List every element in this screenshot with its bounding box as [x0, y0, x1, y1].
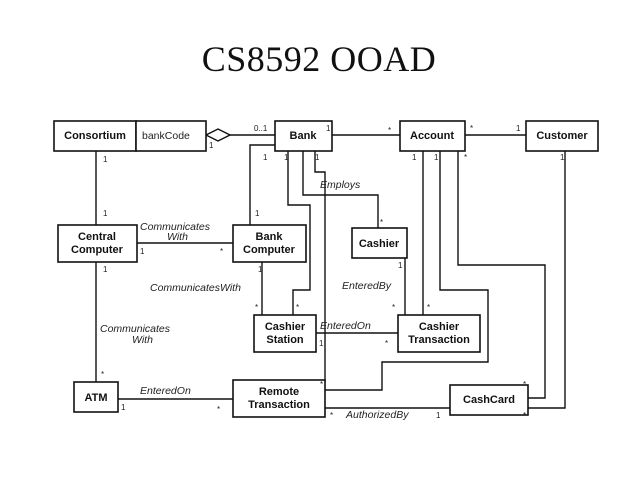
svg-text:Central: Central	[78, 231, 116, 243]
svg-text:Transaction: Transaction	[248, 399, 310, 411]
svg-text:*: *	[464, 153, 467, 162]
svg-text:Computer: Computer	[71, 244, 124, 256]
svg-text:1: 1	[436, 411, 441, 420]
svg-text:Cashier: Cashier	[265, 321, 306, 333]
svg-text:Transaction: Transaction	[408, 334, 470, 346]
account-remote-link	[325, 151, 489, 391]
svg-text:Account: Account	[410, 130, 454, 142]
svg-text:*: *	[380, 218, 383, 227]
aggregation-diamond	[204, 128, 232, 142]
svg-text:*: *	[220, 247, 223, 256]
svg-text:1: 1	[412, 153, 417, 162]
class-remote-transaction[interactable]: Remote Transaction	[232, 379, 326, 418]
svg-text:1: 1	[140, 247, 145, 256]
svg-text:*: *	[392, 303, 395, 312]
label-communicates-left-1: Communicates	[100, 323, 171, 335]
bank-cashier-link	[302, 151, 379, 228]
class-bank-computer[interactable]: Bank Computer	[232, 224, 307, 263]
label-communicates-mid: CommunicatesWith	[150, 282, 241, 294]
svg-text:Cashier: Cashier	[419, 321, 460, 333]
svg-text:Station: Station	[266, 334, 304, 346]
svg-text:1: 1	[121, 403, 126, 412]
svg-text:*: *	[101, 370, 104, 379]
svg-text:Cashier: Cashier	[359, 238, 400, 250]
svg-text:1: 1	[103, 155, 108, 164]
association-lines	[95, 134, 566, 409]
class-bank[interactable]: Bank	[274, 120, 333, 152]
svg-text:CashCard: CashCard	[463, 394, 515, 406]
account-cashcard-link	[457, 151, 546, 399]
svg-text:1: 1	[284, 153, 289, 162]
svg-text:1: 1	[398, 261, 403, 270]
svg-text:Computer: Computer	[243, 244, 296, 256]
svg-text:*: *	[388, 126, 391, 135]
svg-text:1: 1	[516, 124, 521, 133]
svg-text:1: 1	[103, 265, 108, 274]
label-entered-on-mid: EnteredOn	[320, 320, 371, 332]
label-authorized-by: AuthorizedBy	[345, 409, 409, 421]
slide-title: CS8592 OOAD	[201, 39, 437, 79]
class-cashcard[interactable]: CashCard	[449, 384, 529, 416]
svg-text:*: *	[523, 411, 526, 420]
class-atm[interactable]: ATM	[73, 381, 119, 413]
svg-text:*: *	[427, 303, 430, 312]
svg-text:Customer: Customer	[536, 130, 588, 142]
label-entered-by: EnteredBy	[342, 280, 392, 292]
label-communicates-top-2: With	[167, 231, 188, 243]
svg-text:*: *	[217, 405, 220, 414]
class-central-computer[interactable]: Central Computer	[57, 224, 138, 263]
svg-text:Bank: Bank	[256, 231, 284, 243]
class-cashier-transaction[interactable]: Cashier Transaction	[397, 314, 481, 353]
svg-text:0..1: 0..1	[254, 124, 268, 133]
svg-text:bankCode: bankCode	[142, 130, 190, 142]
svg-text:1: 1	[103, 209, 108, 218]
multiplicity-labels: 0..1 1 1 * * 1 1 1 1 1 1 1 * 1 1 1 * 1 *…	[101, 124, 565, 420]
svg-text:*: *	[296, 303, 299, 312]
svg-text:1: 1	[209, 141, 214, 150]
svg-text:Consortium: Consortium	[64, 130, 126, 142]
label-communicates-top-1: Communicates	[140, 221, 211, 233]
class-consortium[interactable]: Consortium	[53, 120, 137, 152]
bank-bankcomputer-link	[249, 144, 275, 225]
class-cashier[interactable]: Cashier	[351, 227, 408, 259]
svg-text:*: *	[330, 411, 333, 420]
class-account[interactable]: Account	[399, 120, 466, 152]
svg-text:ATM: ATM	[84, 392, 107, 404]
svg-text:*: *	[255, 303, 258, 312]
svg-text:*: *	[385, 339, 388, 348]
label-communicates-left-2: With	[132, 334, 153, 346]
svg-text:*: *	[523, 380, 526, 389]
svg-text:*: *	[470, 124, 473, 133]
bank-station-link	[287, 151, 311, 315]
svg-text:Bank: Bank	[290, 130, 318, 142]
svg-text:1: 1	[319, 339, 324, 348]
label-employs: Employs	[320, 179, 361, 191]
svg-text:1: 1	[255, 209, 260, 218]
svg-text:Remote: Remote	[259, 386, 299, 398]
bank-remote-link	[314, 151, 326, 382]
label-entered-on-bottom: EnteredOn	[140, 385, 191, 397]
svg-text:1: 1	[315, 153, 320, 162]
svg-text:1: 1	[326, 124, 331, 133]
svg-text:1: 1	[258, 265, 263, 274]
svg-text:1: 1	[263, 153, 268, 162]
class-customer[interactable]: Customer	[525, 120, 599, 152]
svg-text:*: *	[320, 380, 323, 389]
svg-text:1: 1	[434, 153, 439, 162]
qualifier-bankcode: bankCode	[135, 120, 207, 152]
customer-cashcard-link	[528, 151, 566, 409]
class-cashier-station[interactable]: Cashier Station	[253, 314, 317, 353]
svg-text:1: 1	[560, 153, 565, 162]
association-labels: Employs Communicates With CommunicatesWi…	[100, 179, 409, 421]
